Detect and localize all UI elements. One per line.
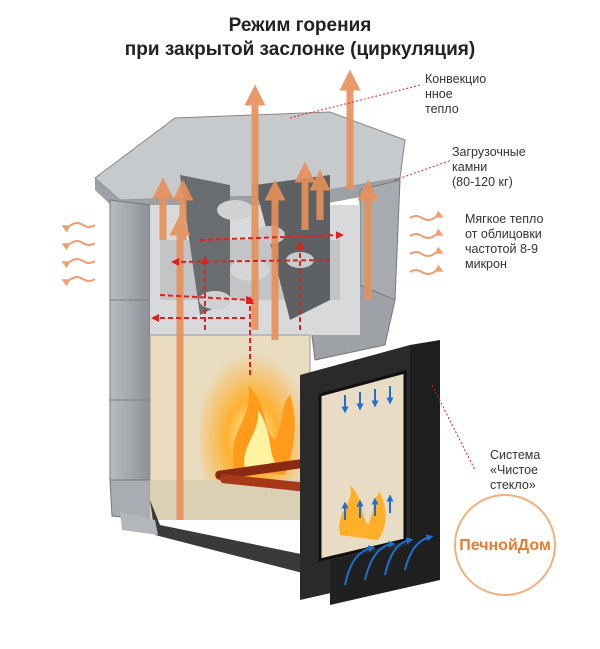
logo-text: ПечнойДом xyxy=(459,537,551,554)
stone-top-slab xyxy=(94,111,406,212)
label-loading-stones: Загрузочные камни (80-120 кг) xyxy=(452,145,526,189)
diagram-title-line2: при закрытой заслонке (циркуляция) xyxy=(124,39,476,60)
stove-base xyxy=(120,500,330,580)
firebox-door xyxy=(300,340,440,605)
clean-glass-airflow xyxy=(341,386,434,586)
radiant-heat-left xyxy=(61,222,96,287)
convection-arrows xyxy=(152,69,379,520)
label-convection-heat: Конвекцио нное тепло xyxy=(425,72,487,116)
diagram-title-line1: Режим горения xyxy=(228,15,372,36)
firebox xyxy=(149,334,311,521)
radiant-heat-right xyxy=(409,210,444,275)
circulation-flow xyxy=(151,231,344,375)
label-soft-heat: Мягкое тепло от облицовки частотой 8-9 м… xyxy=(465,212,544,271)
pechnoy-dom-logo: ПечнойДом xyxy=(454,494,556,596)
label-clean-glass-system: Система «Чистое стекло» xyxy=(490,448,541,492)
